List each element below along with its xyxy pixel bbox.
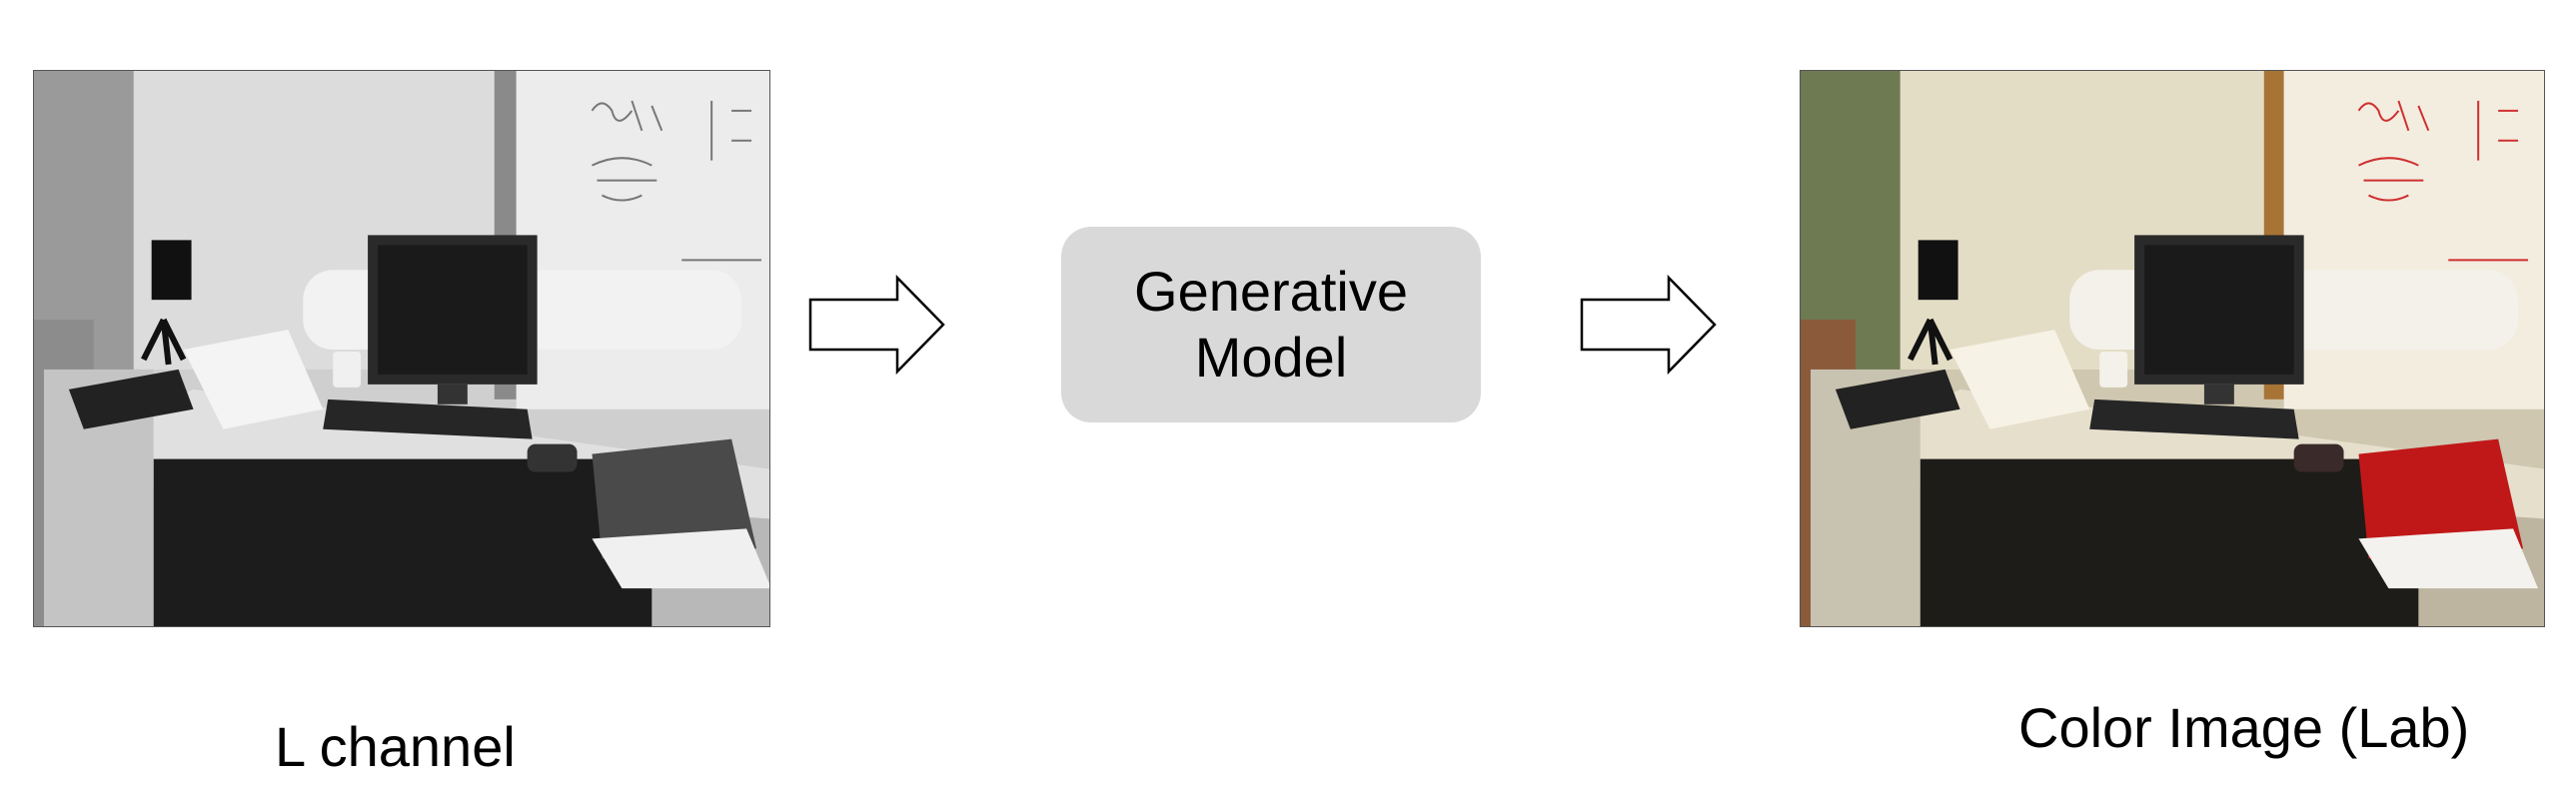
grayscale-office-desk-photo xyxy=(34,71,769,626)
input-caption: L channel xyxy=(275,715,516,778)
l-channel-image xyxy=(33,70,770,627)
color-image-output xyxy=(1800,70,2545,627)
right-arrow-icon xyxy=(808,275,945,375)
right-arrow-icon xyxy=(1580,275,1717,375)
generative-model-box: Generative Model xyxy=(1061,227,1481,422)
colorized-office-desk-photo xyxy=(1801,71,2544,626)
model-label: Generative Model xyxy=(1134,260,1408,389)
output-caption: Color Image (Lab) xyxy=(2018,696,2470,759)
